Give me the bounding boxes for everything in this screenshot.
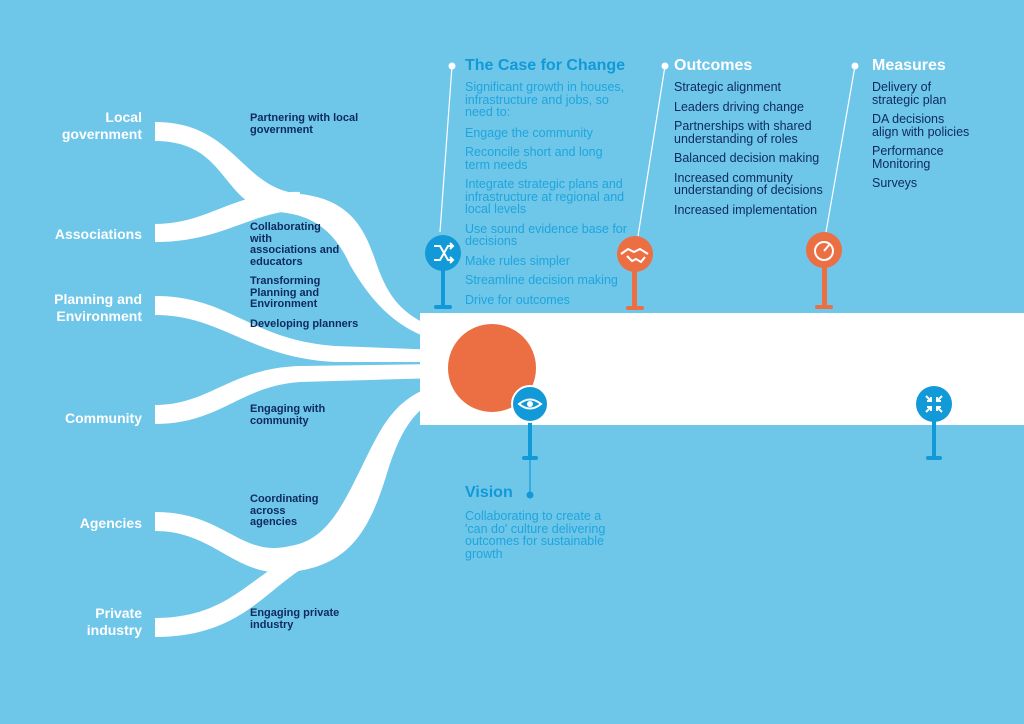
case-item: Engage the community [465, 125, 593, 140]
case-intro: Significant growth in houses, infrastruc… [465, 80, 625, 119]
measure-item: Delivery of strategic plan [872, 80, 947, 107]
case-item: Reconcile short and long term needs [465, 145, 603, 172]
outcome-item: Increased community understanding of dec… [674, 170, 823, 197]
vision-text: Collaborating to create a 'can do' cultu… [465, 509, 606, 561]
action-partnering: Partnering with local government [250, 112, 359, 136]
case-item: Streamline decision making [465, 273, 618, 287]
outcome-item: Balanced decision making [674, 151, 820, 165]
action-developing: Developing planners [250, 318, 359, 330]
branch-local-government [155, 122, 440, 342]
stakeholder-agencies: Agencies [79, 515, 142, 531]
action-coordinating: Coordinating across agencies [250, 493, 319, 528]
vision-marker[interactable] [511, 385, 549, 499]
end-marker[interactable] [916, 386, 952, 460]
outcome-item: Strategic alignment [674, 80, 782, 94]
branch-community [155, 364, 440, 424]
outcomes-list: Strategic alignment Leaders driving chan… [674, 81, 844, 216]
measures-title: Measures [872, 57, 946, 74]
case-list: Engage the community Reconcile short and… [465, 125, 630, 307]
vision-panel: Vision Collaborating to create a 'can do… [465, 484, 625, 560]
handshake-icon [620, 247, 649, 264]
action-engaging-private: Engaging private industry [250, 607, 340, 631]
end-marker-badge [916, 386, 952, 422]
shuffle-icon [434, 242, 455, 264]
gauge-icon [814, 241, 834, 261]
branch-agencies [155, 384, 440, 573]
outcome-item: Increased implementation [674, 202, 818, 217]
outcome-item: Leaders driving change [674, 99, 804, 114]
branch-associations [155, 191, 300, 242]
action-collaborating: Collaborating with associations and educ… [250, 221, 340, 268]
eye-icon [517, 398, 543, 410]
measure-item: Surveys [872, 176, 918, 190]
case-item: Make rules simpler [465, 253, 570, 268]
outcomes-marker-badge [617, 236, 653, 272]
branch-planning [155, 296, 440, 362]
case-title: The Case for Change [465, 57, 626, 74]
measures-marker[interactable] [806, 62, 859, 310]
outcome-item: Partnerships with shared understanding o… [674, 119, 812, 146]
stakeholder-community: Community [65, 410, 142, 426]
case-marker[interactable] [425, 62, 461, 310]
case-for-change-panel: The Case for Change Significant growth i… [465, 57, 630, 313]
outcomes-title: Outcomes [674, 57, 753, 74]
measures-panel: Measures Delivery of strategic plan DA d… [872, 57, 972, 197]
stakeholder-associations: Associations [54, 226, 142, 242]
action-transforming: Transforming Planning and Environment [250, 275, 321, 310]
outcomes-panel: Outcomes Strategic alignment Leaders dri… [674, 57, 844, 223]
case-item: Integrate strategic plans and infrastruc… [465, 177, 625, 216]
action-engaging-community: Engaging with community [250, 403, 326, 427]
outcomes-marker[interactable] [617, 62, 669, 311]
measures-list: Delivery of strategic plan DA decisions … [872, 81, 972, 190]
collapse-arrows-icon [925, 395, 943, 413]
measure-item: Performance Monitoring [872, 144, 944, 171]
measure-item: DA decisions align with policies [872, 112, 970, 139]
vision-title: Vision [465, 484, 513, 501]
case-item: Use sound evidence base for decisions [465, 221, 627, 248]
branch-private-industry [155, 570, 300, 637]
case-item: Drive for outcomes [465, 292, 570, 307]
central-hub-circle [448, 324, 536, 412]
